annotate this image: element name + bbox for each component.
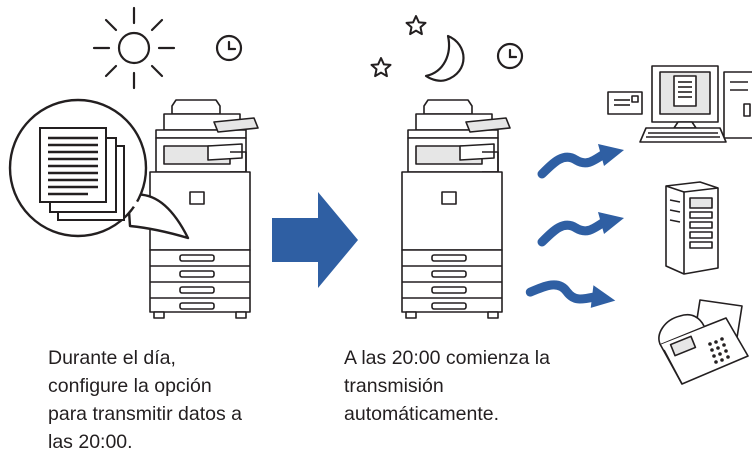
fax-icon: [658, 299, 749, 385]
multifunction-printer-icon: [401, 99, 511, 319]
day-caption-line: para transmitir datos a: [48, 403, 243, 425]
night-caption-line: automáticamente.: [344, 403, 500, 425]
computer-icon: [607, 65, 752, 143]
clock-icon: [496, 42, 524, 70]
transmission-arrow: [542, 144, 624, 174]
night-caption-line: transmisión: [344, 375, 444, 397]
day-caption-line: configure la opción: [48, 375, 212, 397]
transmission-arrow: [542, 212, 624, 242]
night-caption: A las 20:00 comienza la transmisión auto…: [344, 344, 550, 428]
night-caption-line: A las 20:00 comienza la: [344, 347, 550, 369]
moon-icon: [424, 34, 465, 82]
sun-icon: [92, 6, 176, 90]
day-caption-line: las 20:00.: [48, 431, 133, 453]
right-arrow-icon: [272, 192, 358, 288]
day-caption-line: Durante el día,: [48, 347, 176, 369]
day-caption: Durante el día, configure la opción para…: [48, 344, 242, 456]
document-stack-icon: [8, 98, 190, 240]
server-icon: [665, 181, 719, 275]
clock-icon: [215, 34, 243, 62]
star-icon: [370, 57, 392, 78]
star-icon: [405, 15, 427, 36]
transmission-arrow: [530, 264, 617, 323]
